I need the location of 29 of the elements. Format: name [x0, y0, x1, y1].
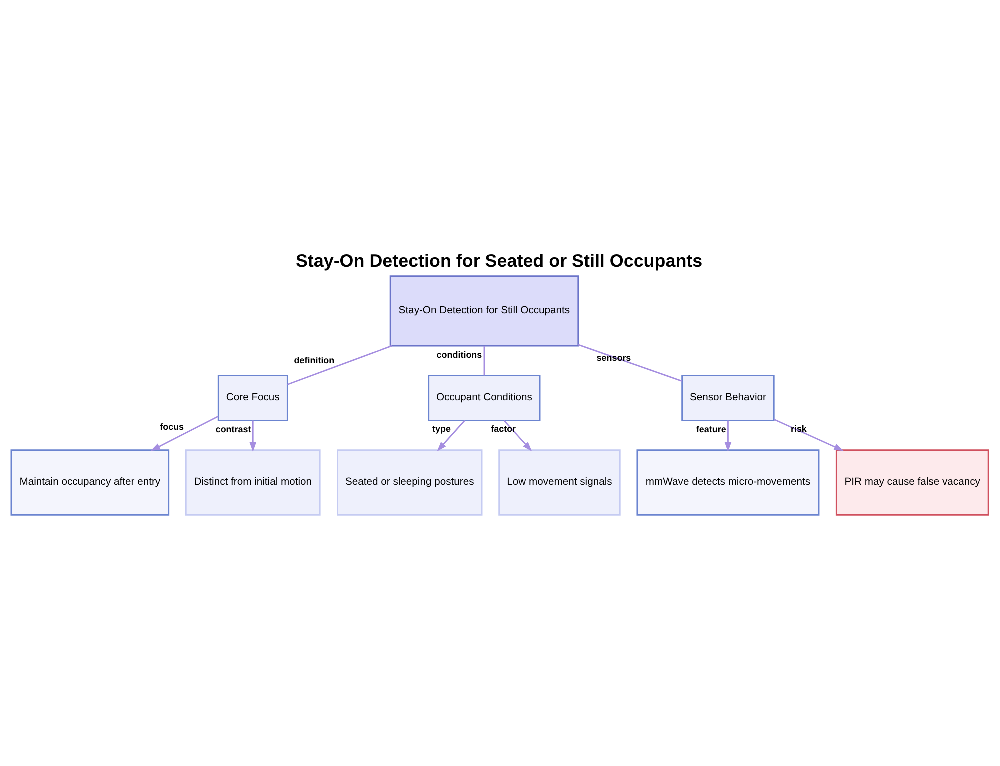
node-box: mmWave detects micro-movements: [636, 450, 820, 516]
node-box: Stay-On Detection for Still Occupants: [390, 276, 580, 347]
connector: [578, 344, 682, 382]
node-box: Sensor Behavior: [682, 375, 775, 422]
edge-label: type: [432, 424, 451, 434]
edge-label: risk: [790, 424, 807, 434]
node-box: Seated or sleeping postures: [337, 450, 483, 516]
edge-label: definition: [294, 355, 335, 366]
node-box: Low movement signals: [498, 450, 621, 516]
arrow: [150, 416, 219, 452]
edge-label: sensors: [596, 352, 632, 363]
edge-label: conditions: [436, 350, 482, 360]
node-box: Occupant Conditions: [428, 375, 541, 422]
edge-label: focus: [160, 422, 184, 432]
node-box: Maintain occupancy after entry: [10, 450, 170, 516]
node-box: Distinct from initial motion: [185, 450, 321, 516]
node-box: Core Focus: [218, 375, 288, 422]
connector: [287, 345, 392, 386]
edge-label: feature: [696, 424, 726, 434]
connector: [484, 346, 486, 376]
arrow: [250, 420, 257, 452]
edge-label: factor: [491, 424, 516, 434]
arrow: [437, 420, 466, 452]
arrow: [724, 420, 732, 452]
arrow: [504, 420, 532, 452]
edge-label: contrast: [216, 424, 252, 434]
arrow: [774, 419, 844, 452]
diagram-title: Stay-On Detection for Seated or Still Occupants: [296, 251, 703, 272]
node-box: PIR may cause false vacancy: [836, 450, 990, 516]
